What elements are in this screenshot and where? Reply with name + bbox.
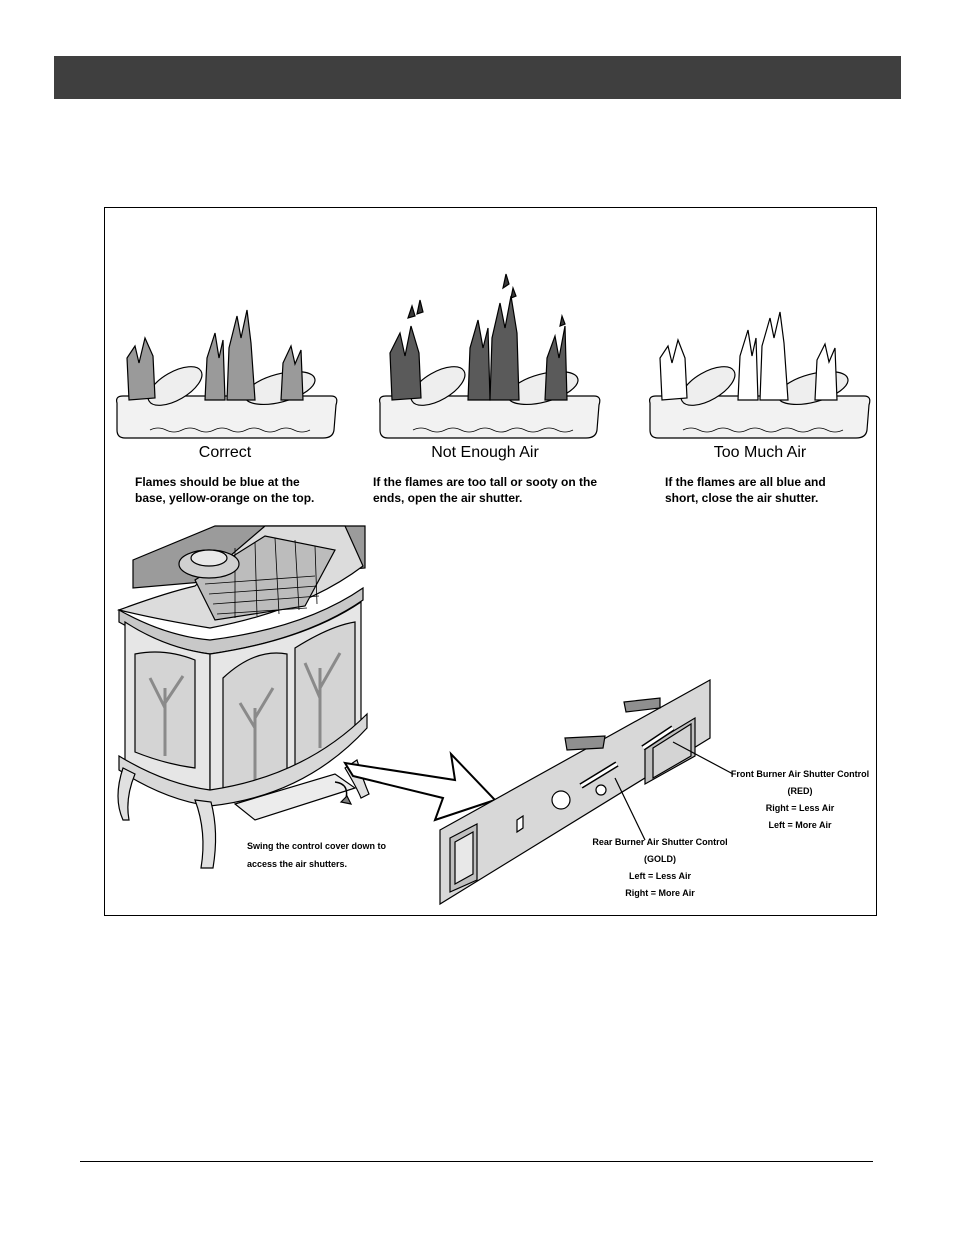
header-bar [54,56,901,99]
control-panel-illustration [439,678,734,906]
swing-note: Swing the control cover down to access t… [247,841,387,869]
stove-illustration [116,525,370,869]
heading-not-enough-air: Not Enough Air [431,444,539,461]
description-too-much-air: If the flames are all blue and short, cl… [665,475,826,505]
heading-too-much-air: Too Much Air [713,444,807,461]
description-correct: Flames should be blue at the base, yello… [135,475,315,505]
rear-control-label: Rear Burner Air Shutter Control (GOLD) L… [592,837,728,898]
figure-box: Correct Not Enough Air Too Much Air Flam… [104,207,877,916]
description-not-enough-air: If the flames are too tall or sooty on t… [373,475,598,505]
flame-illustration-correct [116,309,338,439]
footer-rule [80,1161,873,1162]
flame-illustration-not-enough-air [379,273,601,439]
figure-illustration [116,273,871,906]
flame-illustration-too-much-air [649,311,871,439]
front-control-label: Front Burner Air Shutter Control (RED) R… [730,769,870,830]
pointer-arrow [343,751,497,822]
heading-correct: Correct [198,444,252,461]
